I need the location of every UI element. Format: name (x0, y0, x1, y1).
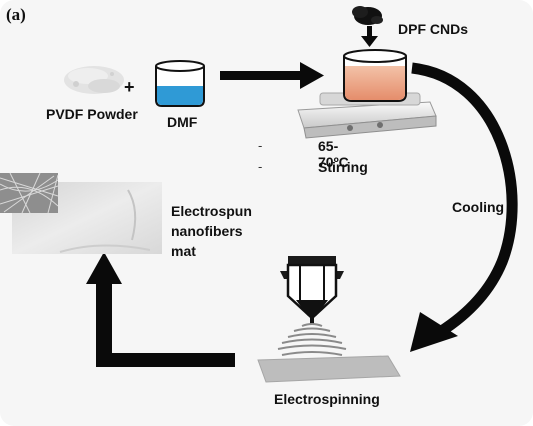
condition-text: Stirring (318, 159, 368, 175)
collector-plate (257, 355, 401, 383)
pvdf-powder-label: PVDF Powder (46, 106, 138, 122)
dpf-cnds-label: DPF CNDs (398, 21, 469, 37)
plus-sign: + (124, 77, 135, 97)
panel-label: (a) (6, 5, 26, 24)
pvdf-powder-icon (64, 66, 124, 94)
cooling-label: Cooling (452, 199, 505, 215)
mat-label-line: Electrospun (171, 203, 252, 219)
arrow-to-mat (86, 252, 235, 367)
electrospinning-label: Electrospinning (274, 391, 380, 407)
mat-label: Electrospun nanofibers mat (171, 201, 252, 261)
fiber-jet-spiral (277, 323, 347, 356)
arrow-cnds-down (361, 26, 378, 47)
solution-beaker-icon (343, 49, 407, 102)
dmf-label: DMF (167, 114, 198, 130)
electrospinning-apparatus-icon (280, 256, 344, 324)
condition-bullet: - (258, 138, 263, 153)
mat-label-line: mat (171, 243, 196, 259)
dpf-cnds-powder-icon (352, 6, 383, 25)
condition-bullet: - (258, 159, 263, 174)
condition-text: 65-70ºC (318, 138, 349, 170)
arrow-to-stirrer (220, 62, 324, 89)
dmf-beaker-icon (155, 60, 205, 107)
sem-inset-image (0, 172, 59, 214)
cooling-arrow (410, 62, 518, 352)
mat-label-line: nanofibers (171, 223, 243, 239)
